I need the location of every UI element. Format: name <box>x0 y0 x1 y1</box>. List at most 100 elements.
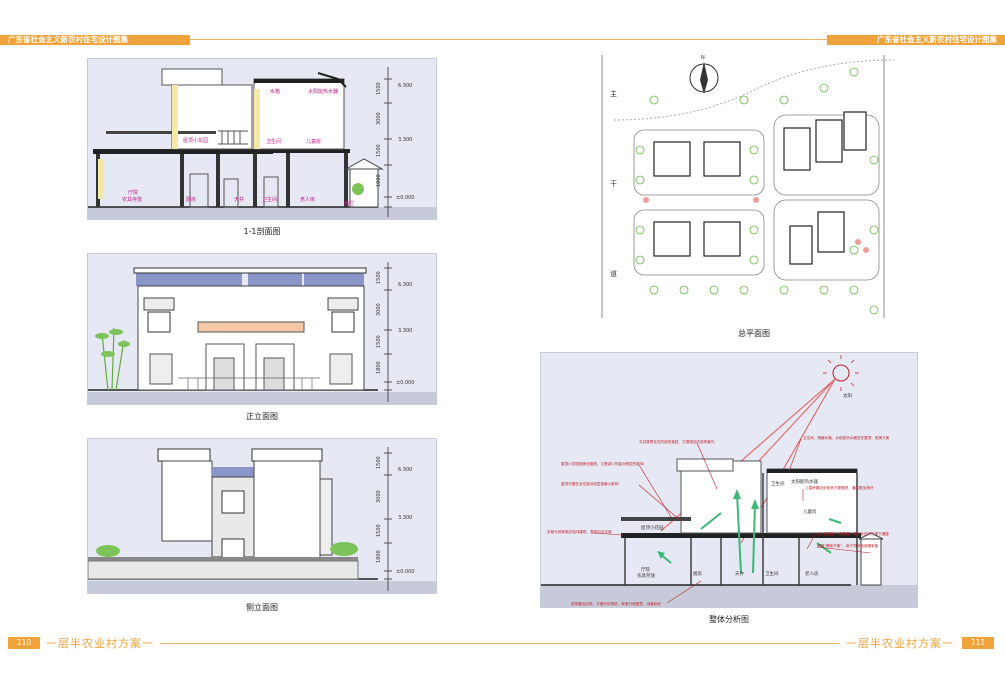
note-6: 卫生间，储藏水箱，太阳能热水器放在屋顶，既美又美 <box>803 435 890 440</box>
flower-beds <box>643 197 869 253</box>
roof-slab <box>767 469 857 473</box>
door-left <box>213 357 235 391</box>
north-arrow-icon <box>700 62 708 94</box>
caption-front: 正立面图 <box>246 412 278 421</box>
light-shaft-3 <box>98 159 104 199</box>
side-elevation-drawing: 1500 3000 1500 1800 6.300 3.300 ±0.000 <box>88 447 436 593</box>
left-parapet <box>157 448 211 462</box>
wall-f <box>344 153 348 207</box>
label-roof-tank: 水箱 <box>270 88 280 95</box>
upper-block-right <box>253 78 345 150</box>
window-lower-left <box>149 353 173 385</box>
caption-site: 总平面图 <box>738 329 770 338</box>
elev-top: 6.300 <box>398 467 412 473</box>
light-shaft-1 <box>172 85 178 149</box>
wall-d <box>253 153 257 207</box>
note-8: 老人房靠近一楼便捷，通风采光好方便于通屋 <box>817 531 889 536</box>
north-label: N <box>701 55 705 61</box>
header-left-title: 广东省社会主义新农村住宅设计图集 <box>0 35 190 45</box>
trees <box>635 67 879 315</box>
elev-mid: 3.300 <box>398 515 412 521</box>
side-elevation-panel: 1500 3000 1500 1800 6.300 3.300 ±0.000 <box>87 438 437 594</box>
page-number-left: 110 <box>8 637 40 649</box>
light-shaft-2 <box>254 89 260 149</box>
wall-c <box>216 154 220 207</box>
dimension-column <box>384 447 392 591</box>
building-body <box>137 285 365 391</box>
ground-strip <box>88 207 436 219</box>
door-right <box>263 357 285 391</box>
walls <box>624 473 858 585</box>
label-hall2: 农具存放 <box>122 196 142 203</box>
note-5: 厨房靠近后院，方便对杂物堆，家禽分养圈里，远离卧房 <box>571 601 661 606</box>
upper-block-left <box>680 460 762 534</box>
analysis-panel: 太阳 卫生间 儿童房 太阳能热水器 厨房 天井 卫生 <box>540 352 918 608</box>
section-drawing-panel: 水箱 太阳能热水器 屋顶小花园 卫生间 儿童房 厅院 农具存放 厨房 天井 卫生… <box>87 58 437 220</box>
label-hall: 厅院 <box>128 189 138 196</box>
dim-1: 1500 <box>376 82 382 95</box>
room-solar: 太阳能热水器 <box>791 478 818 485</box>
front-elevation-panel: 1500 3000 1500 1800 6.300 3.300 ±0.000 <box>87 253 437 405</box>
houses <box>653 111 867 265</box>
section-drawing: 水箱 太阳能热水器 屋顶小花园 卫生间 儿童房 厅院 农具存放 厨房 天井 卫生… <box>88 67 436 219</box>
bamboo-leaves <box>95 329 130 357</box>
ground-strip <box>541 585 917 607</box>
terrace-slab <box>106 131 216 134</box>
elev-top: 6.300 <box>398 83 412 89</box>
dim-1: 1500 <box>376 271 382 284</box>
label-child-room: 儿童房 <box>306 138 321 145</box>
header-rule <box>190 39 830 40</box>
floor-slab <box>621 533 861 538</box>
left-eave <box>143 297 175 311</box>
footpath <box>613 59 895 121</box>
site-plan-drawing: N 主 干 道 <box>601 55 895 318</box>
sun-icon <box>832 364 850 382</box>
label-pen: 猪栏 <box>344 200 354 207</box>
site-plan-panel: N 主 干 道 <box>594 50 914 322</box>
dim-1: 1500 <box>376 456 382 469</box>
arrow-heads <box>657 489 759 559</box>
dim-3: 1500 <box>376 524 382 537</box>
window-upper-right <box>331 311 355 333</box>
note-7: 儿童房靠近卧室房方便照顾，通风更加良好 <box>805 485 874 490</box>
ground-strip <box>88 581 436 593</box>
room-hall2: 农具存放 <box>637 572 655 579</box>
label-roof-garden: 屋顶小花园 <box>183 137 208 144</box>
annotation-leaders <box>592 438 872 604</box>
roof-ridge <box>133 267 367 274</box>
right-parapet <box>251 448 323 462</box>
roof-parapet <box>676 458 734 472</box>
fence <box>178 377 320 390</box>
label-solar: 太阳能热水器 <box>308 88 338 95</box>
elev-mid: 3.300 <box>398 328 412 334</box>
roof-parapet <box>161 68 223 86</box>
caption-section: 1-1剖面图 <box>243 227 281 236</box>
fence-top <box>88 557 358 561</box>
footer-title-right: 一层半农业村方案一 <box>846 637 954 650</box>
door-3 <box>263 176 279 208</box>
shrubs <box>96 542 358 557</box>
left-tower <box>161 460 213 542</box>
side-balcony <box>319 478 333 556</box>
room-wc-lower: 卫生间 <box>765 570 779 577</box>
dim-2: 3000 <box>376 112 382 125</box>
note-4: 本座与其他周边相邻建筑，整体自去平衡 <box>547 529 612 534</box>
roof-slab <box>254 79 344 83</box>
bamboo-plant <box>101 327 125 391</box>
road-label-1: 主 <box>610 89 617 98</box>
dim-2: 3000 <box>376 303 382 316</box>
upper-block-right <box>766 468 858 534</box>
pen-roof <box>344 158 384 170</box>
elev-top: 6.300 <box>398 282 412 288</box>
floor-slab-left <box>93 149 273 154</box>
label-kitchen: 厨房 <box>186 196 196 203</box>
dim-3: 1500 <box>376 335 382 348</box>
page-number-right: 111 <box>962 637 994 649</box>
window-upper-left <box>147 311 171 333</box>
railing <box>218 130 248 145</box>
note-3: 屋顶天棚在太空能对底层造最小影响 <box>561 481 619 486</box>
road-label-3: 道 <box>610 269 617 278</box>
dim-2: 3000 <box>376 490 382 503</box>
room-wc-upper: 卫生间 <box>771 480 785 487</box>
tile-roofs <box>136 272 364 286</box>
